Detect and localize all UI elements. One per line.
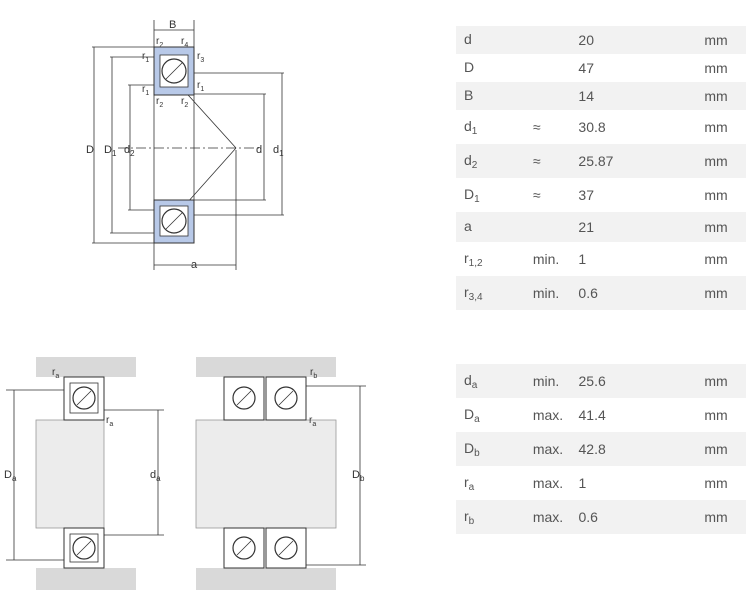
table-row: Da max. 41.4 mm	[464, 405, 728, 425]
label-d1: d1	[273, 144, 284, 158]
table-row: d 20 mm	[456, 26, 746, 54]
label-a: a	[191, 259, 198, 271]
label-ra-left: ra	[106, 415, 113, 428]
label-r1-top: r1	[142, 51, 149, 64]
label-ra-right: ra	[309, 415, 316, 428]
label-d2: d2	[124, 144, 135, 158]
table-row: r1,2 min. 1 mm	[464, 249, 728, 269]
abutment-dimensions-table: da min. 25.6 mm Da max. 41.4 mm Db max. …	[456, 364, 746, 534]
label-r4: r4	[181, 36, 188, 49]
label-D1: D1	[104, 144, 117, 158]
label-da: da	[150, 469, 161, 483]
table-row: D 47 mm	[464, 58, 728, 77]
label-B: B	[169, 19, 176, 31]
table-row: rb max. 0.6 mm	[456, 500, 746, 534]
table-row: da min. 25.6 mm	[456, 364, 746, 398]
label-r3: r3	[197, 51, 204, 64]
table-row: ra max. 1 mm	[464, 473, 728, 493]
label-r1-right: r1	[197, 80, 204, 93]
table-row: Db max. 42.8 mm	[456, 432, 746, 466]
table-row: d2 ≈ 25.87 mm	[456, 144, 746, 178]
table-row: B 14 mm	[456, 82, 746, 110]
label-rb: rb	[310, 367, 317, 380]
table-row: d1 ≈ 30.8 mm	[464, 117, 728, 137]
dimensions-table: d 20 mm D 47 mm B 14 mm d1 ≈ 30.8 mm d2 …	[456, 26, 746, 310]
bearing-cross-section-diagram: B r2 r4 r1 r3 r1 r1 r2 r2 D D1 d2 d d1 a	[86, 19, 284, 271]
label-r2-top: r2	[156, 36, 163, 49]
label-Da: Da	[4, 469, 17, 483]
label-Db: Db	[352, 469, 365, 483]
label-D: D	[86, 144, 94, 156]
abutment-diagram: ra ra Da da rb ra Db	[4, 357, 366, 590]
table-row: a 21 mm	[456, 212, 746, 242]
label-d: d	[256, 144, 262, 156]
table-row: r3,4 min. 0.6 mm	[456, 276, 746, 310]
table-row: D1 ≈ 37 mm	[464, 185, 728, 205]
label-r2-left: r2	[156, 96, 163, 109]
label-r2-right: r2	[181, 96, 188, 109]
label-r1-left: r1	[142, 84, 149, 97]
label-ra-top-left: ra	[52, 367, 59, 380]
